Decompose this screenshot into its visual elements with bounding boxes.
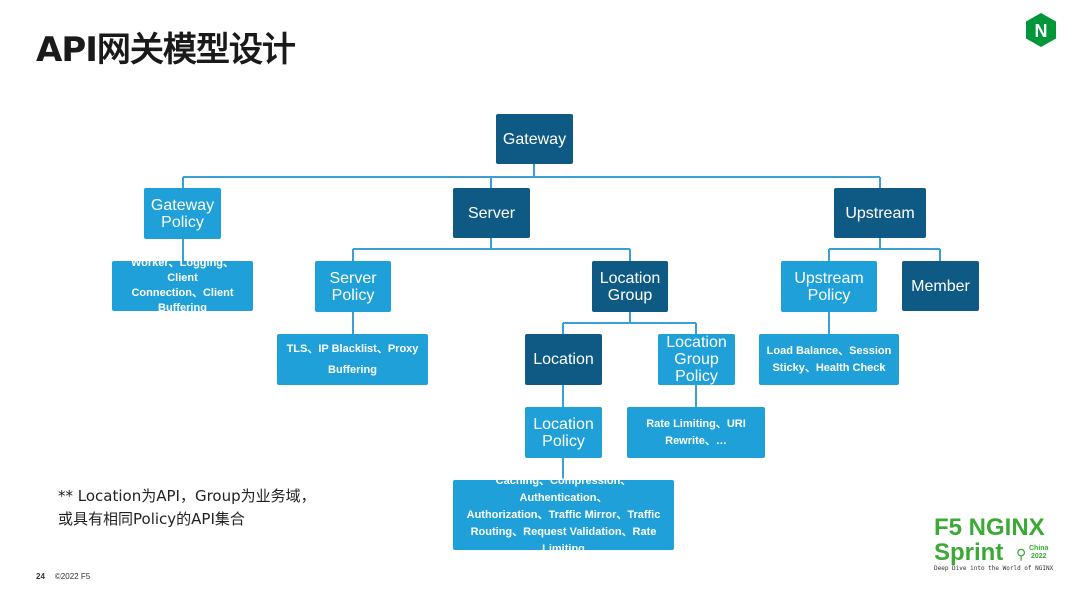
node-location: Location <box>525 334 602 385</box>
brand-tagline: Deep Dive into the World of NGINX <box>934 565 1054 572</box>
gateway-policy-detail: Worker、Logging、Client Connection、Client … <box>112 257 253 314</box>
page-title: API网关模型设计 <box>36 30 296 70</box>
nginx-logo-icon: N <box>1026 13 1056 47</box>
node-gateway-policy: Gateway Policy <box>144 188 221 239</box>
node-location-policy: Location Policy <box>525 407 602 458</box>
node-location-group: Location Group <box>592 261 668 312</box>
node-member: Member <box>902 261 979 311</box>
footnote: ** Location为API，Group为业务域， 或具有相同Policy的A… <box>58 487 316 528</box>
page-number: 24 <box>36 572 45 581</box>
server-policy-detail: TLS、IP Blacklist、Proxy Buffering <box>277 334 428 385</box>
logo-letter: N <box>1035 21 1048 41</box>
location-pin-icon: ⚲ <box>1016 546 1027 562</box>
location-policy-detail: Caching、Compression、Authentication、 Auth… <box>453 475 674 555</box>
node-upstream-policy: Upstream Policy <box>781 261 877 312</box>
brand-line1: F5 NGINX <box>934 514 1045 541</box>
brand-region: China 2022 <box>1029 545 1049 560</box>
location-group-policy-detail: Rate Limiting、URI Rewrite、… <box>627 407 765 458</box>
footer: 24 ©2022 F5 <box>36 572 90 581</box>
node-gateway: Gateway <box>496 114 573 164</box>
copyright: ©2022 F5 <box>54 572 91 581</box>
node-location-group-policy: Location Group Policy <box>658 334 735 385</box>
node-upstream: Upstream <box>834 188 926 238</box>
node-server: Server <box>453 188 530 238</box>
upstream-policy-detail: Load Balance、Session Sticky、Health Check <box>759 334 899 385</box>
brand-line2: Sprint <box>934 539 1004 566</box>
node-server-policy: Server Policy <box>315 261 391 312</box>
